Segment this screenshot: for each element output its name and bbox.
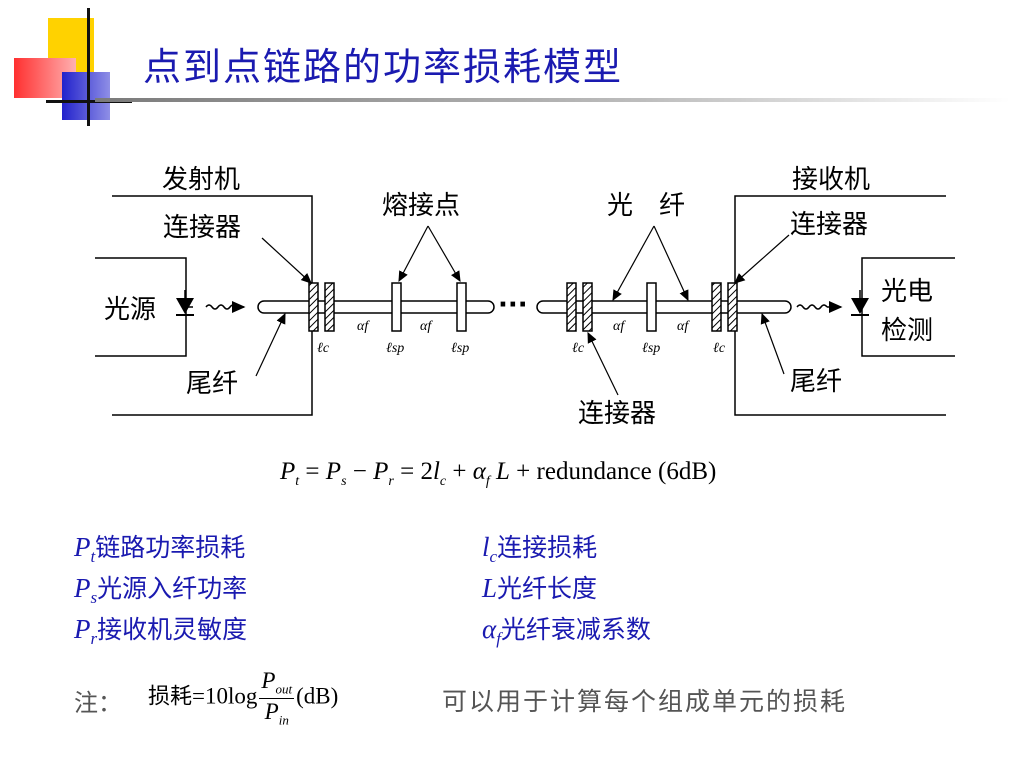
connector-rx-a [711,282,722,332]
label-connector-right: 连接器 [790,210,868,240]
symbol-af-2: αf [420,319,433,334]
note-loss-word: 损耗 [148,684,193,710]
label-pigtail-right: 尾纤 [790,367,842,397]
logo-horizontal-line [46,100,132,103]
legend-lc-text: 连接损耗 [497,533,598,562]
logo-vertical-line [87,8,90,126]
label-splice-points: 熔接点 [382,191,460,221]
label-light-source: 光源 [104,295,156,325]
connector-mid-a [566,282,577,332]
symbol-lc-1: ℓc [317,341,330,356]
symbol-af-3: αf [613,319,626,334]
symbol-lc-3: ℓc [713,341,726,356]
label-photodetector-1: 光电 [881,277,933,307]
legend-pt-text: 链路功率损耗 [95,533,246,562]
label-connector-bottom: 连接器 [578,399,656,429]
loss-formula: Pt = Ps − Pr = 2lc + αf L + redundance (… [280,458,717,489]
legend-pr-text: 接收机灵敏度 [97,615,248,644]
splice-3 [646,282,657,332]
symbol-lsp-2: ℓsp [451,341,469,356]
page-title: 点到点链路的功率损耗模型 [143,45,624,89]
source-diode-icon [176,290,194,316]
legend-af: αf光纤衰减系数 [482,614,651,648]
symbol-lsp-3: ℓsp [642,341,660,356]
note-formula-rest: =10log [192,683,258,709]
symbol-af-1: αf [357,319,370,334]
title-underline [95,98,1010,102]
symbol-af-4: αf [677,319,690,334]
legend-ps-text: 光源入纤功率 [97,574,248,603]
symbol-lc-2: ℓc [572,341,585,356]
connector-mid-b [582,282,593,332]
label-transmitter: 发射机 [162,165,240,195]
connector-tx-b [324,282,335,332]
splice-2 [456,282,467,332]
note-unit: (dB) [296,683,339,709]
legend-af-text: 光纤衰减系数 [500,615,651,644]
legend-pr: Pr接收机灵敏度 [74,614,248,648]
label-photodetector-2: 检测 [881,316,933,346]
connector-tx-a [308,282,319,332]
logo-blue-block [62,72,110,120]
symbol-lsp-1: ℓsp [386,341,404,356]
emission-wave-left [205,304,237,310]
legend-L: L光纤长度 [482,573,598,603]
connector-rx-b [727,282,738,332]
legend-pt: Pt链路功率损耗 [74,532,246,566]
legend-lc: lc连接损耗 [482,532,598,566]
note-label: 注： [74,689,122,717]
link-diagram: ··· 发射机 接收机 连接器 连接器 熔接点 光 纤 光源 光电 检测 尾纤 … [95,165,955,429]
fiber-ellipsis: ··· [498,290,528,320]
label-receiver: 接收机 [792,165,870,195]
legend-L-text: 光纤长度 [497,574,598,603]
label-fiber: 光 纤 [607,191,685,221]
label-connector-left: 连接器 [163,213,241,243]
legend-ps: Ps光源入纤功率 [74,573,248,607]
splice-1 [391,282,402,332]
formula-redundance: redundance (6dB) [536,458,717,485]
detector-diode-icon [851,290,869,316]
label-pigtail-left: 尾纤 [186,369,238,399]
emission-wave-right [796,304,828,310]
note-text: 可以用于计算每个组成单元的损耗 [442,687,848,716]
